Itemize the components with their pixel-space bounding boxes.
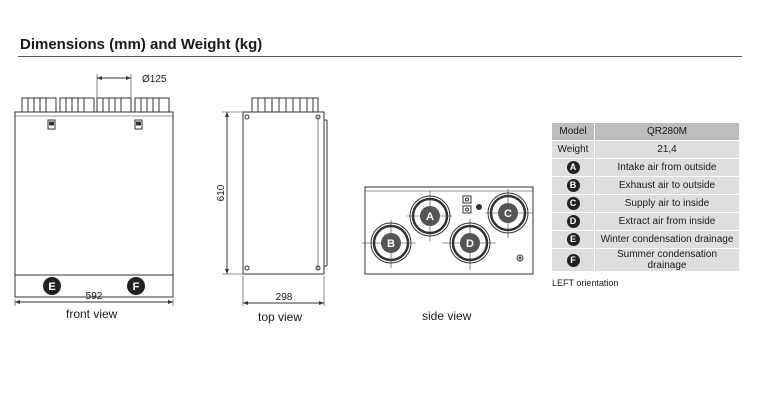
depth-dimension: 298: [276, 292, 293, 303]
front-view-drawing: [14, 74, 174, 306]
connection-desc: Winter condensation drainage: [594, 230, 740, 249]
badge-c: C: [566, 197, 580, 210]
connection-desc: Extract air from inside: [594, 212, 740, 231]
marker-f-front: F: [127, 277, 145, 295]
marker-c-side: C: [498, 203, 518, 223]
connection-desc: Summer condensation drainage: [594, 248, 740, 272]
table-row: D Extract air from inside: [551, 212, 740, 231]
connection-desc: Intake air from outside: [594, 158, 740, 177]
badge-e: E: [566, 233, 580, 246]
page-title: Dimensions (mm) and Weight (kg): [20, 36, 263, 53]
title-divider: [18, 56, 742, 57]
table-row: C Supply air to inside: [551, 194, 740, 213]
badge-b: B: [566, 179, 580, 192]
top-view-label: top view: [258, 310, 303, 324]
svg-text:C: C: [504, 208, 512, 220]
side-view-label: side view: [422, 309, 472, 323]
model-label: Model: [551, 122, 595, 141]
weight-value: 21,4: [594, 140, 740, 159]
side-view-drawing: [362, 186, 534, 275]
height-dimension: 610: [216, 184, 227, 201]
table-row: E Winter condensation drainage: [551, 230, 740, 249]
badge-d: D: [566, 215, 580, 228]
width-dimension: 592: [86, 291, 103, 302]
dimension-arrows: [15, 76, 324, 305]
svg-text:B: B: [387, 238, 395, 250]
svg-text:F: F: [133, 281, 140, 293]
svg-text:D: D: [466, 238, 474, 250]
marker-e-front: E: [43, 277, 61, 295]
top-duct-connectors: [251, 97, 319, 113]
table-row: B Exhaust air to outside: [551, 176, 740, 195]
model-row: Model QR280M: [551, 122, 740, 141]
marker-b-side: B: [381, 233, 401, 253]
marker-d-side: D: [460, 233, 480, 253]
svg-text:A: A: [426, 211, 434, 223]
top-view-drawing: [222, 97, 328, 306]
svg-text:E: E: [48, 281, 55, 293]
weight-label: Weight: [551, 140, 595, 159]
connection-desc: Exhaust air to outside: [594, 176, 740, 195]
table-row: A Intake air from outside: [551, 158, 740, 177]
orientation-note: LEFT orientation: [552, 278, 619, 288]
front-view-label: front view: [66, 307, 118, 321]
connection-desc: Supply air to inside: [594, 194, 740, 213]
model-value: QR280M: [594, 122, 740, 141]
badge-f: F: [566, 253, 580, 267]
marker-a-side: A: [420, 206, 440, 226]
table-row: F Summer condensation drainage: [551, 248, 740, 272]
weight-row: Weight 21,4: [551, 140, 740, 159]
front-duct-connectors: [21, 97, 170, 113]
duct-diameter-dimension: Ø125: [142, 74, 167, 85]
spec-table: Model QR280M Weight 21,4 A Intake air fr…: [551, 122, 740, 272]
badge-a: A: [566, 161, 580, 174]
